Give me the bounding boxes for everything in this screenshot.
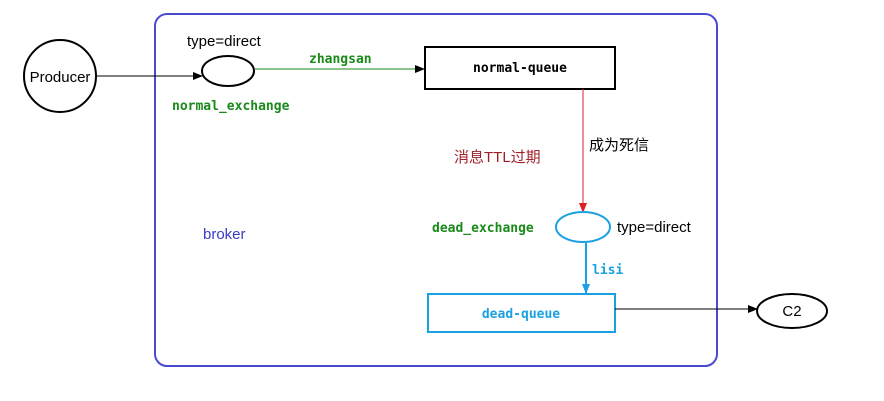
dead-queue-label: dead-queue bbox=[482, 307, 560, 322]
normal-exchange-node bbox=[201, 55, 255, 87]
normal-queue-box bbox=[424, 46, 616, 90]
dead-exchange-type-label: type=direct bbox=[617, 219, 692, 236]
producer-label: Producer bbox=[30, 69, 91, 86]
normal-exchange-type-label: type=direct bbox=[187, 33, 262, 50]
broker-label: broker bbox=[203, 226, 246, 243]
dead-letter-label: 成为死信 bbox=[589, 137, 649, 154]
producer-node bbox=[23, 39, 97, 113]
normal-exchange-label: normal_exchange bbox=[172, 99, 290, 114]
broker-container bbox=[154, 13, 718, 367]
routing-key-dead-label: lisi bbox=[592, 263, 623, 278]
dead-exchange-label: dead_exchange bbox=[432, 221, 534, 236]
consumer-c2-node bbox=[756, 293, 828, 329]
ttl-expired-label: 消息TTL过期 bbox=[454, 149, 541, 166]
normal-queue-label: normal-queue bbox=[473, 61, 567, 76]
dead-exchange-node bbox=[555, 211, 611, 243]
routing-key-normal-label: zhangsan bbox=[309, 52, 372, 67]
dead-queue-box bbox=[427, 293, 616, 333]
consumer-c2-label: C2 bbox=[782, 303, 801, 320]
